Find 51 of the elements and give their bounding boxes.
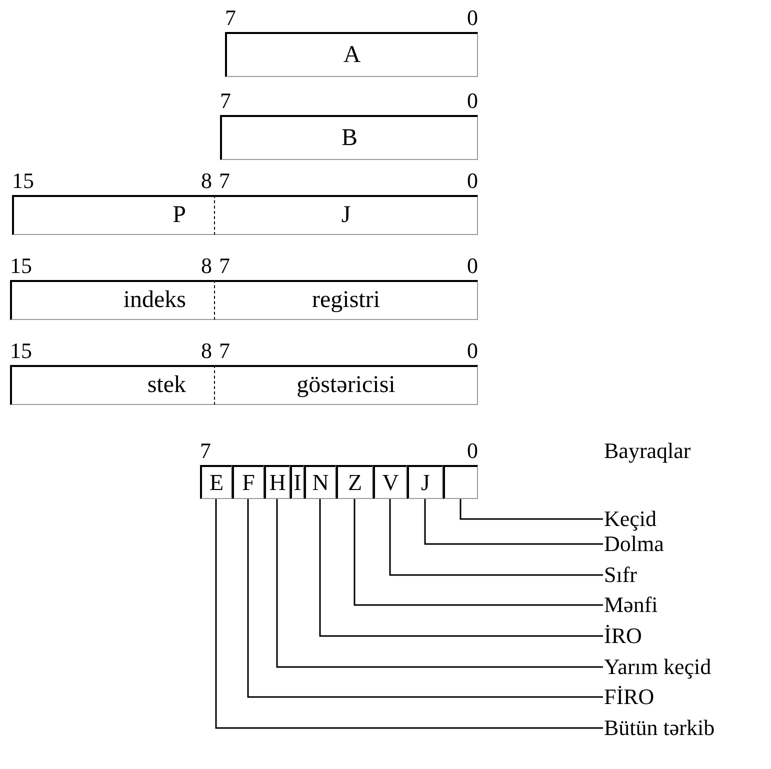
- flag-label: Yarım keçid: [604, 654, 712, 680]
- flag-label: Keçid: [604, 506, 657, 532]
- bit-number: 0: [467, 440, 478, 462]
- register-field: A: [225, 32, 478, 77]
- leader-line: [354, 499, 603, 606]
- register-field: J: [215, 195, 478, 235]
- bit-number: 7: [219, 340, 230, 362]
- flag-bit-cell: V: [373, 465, 407, 499]
- leader-line: [215, 499, 603, 729]
- bit-number: 0: [467, 255, 478, 277]
- leader-line: [389, 499, 603, 576]
- flag-bit-cell: J: [407, 465, 443, 499]
- register-field: P: [12, 195, 215, 235]
- flag-label: Sıfr: [604, 562, 637, 588]
- leader-line: [424, 499, 603, 545]
- flag-label: FİRO: [604, 684, 654, 710]
- flag-bit-cell: N: [304, 465, 336, 499]
- flag-bit-cell: E: [200, 465, 232, 499]
- flag-label: İRO: [604, 623, 642, 649]
- bit-number: 7: [225, 7, 236, 29]
- bit-number: 0: [467, 7, 478, 29]
- bit-number: 7: [219, 255, 230, 277]
- leader-line: [319, 499, 603, 637]
- flag-label: Mənfi: [604, 592, 658, 618]
- flag-bit-cell: F: [232, 465, 264, 499]
- flag-label: Bütün tərkib: [604, 715, 715, 741]
- bit-number: 8: [201, 255, 212, 277]
- bit-number: 0: [467, 170, 478, 192]
- register-field: indeks: [10, 280, 215, 320]
- flag-bit-cell: Z: [336, 465, 373, 499]
- register-field: registri: [215, 280, 478, 320]
- bit-number: 8: [201, 170, 212, 192]
- bit-number: 8: [201, 340, 212, 362]
- register-field: göstəricisi: [215, 365, 478, 405]
- leader-line: [247, 499, 603, 698]
- flag-bit-cell: I: [290, 465, 304, 499]
- bit-number: 15: [10, 340, 32, 362]
- register-field: B: [220, 115, 478, 160]
- register-field: stek: [10, 365, 215, 405]
- bit-number: 0: [467, 340, 478, 362]
- bit-number: 15: [12, 170, 34, 192]
- flag-bit-cell: H: [264, 465, 290, 499]
- leader-line: [276, 499, 603, 668]
- register-caption: Bayraqlar: [604, 440, 691, 462]
- bit-number: 15: [10, 255, 32, 277]
- bit-number: 0: [467, 90, 478, 112]
- flag-label: Dolma: [604, 531, 664, 557]
- bit-number: 7: [220, 90, 231, 112]
- bit-number: 7: [200, 440, 211, 462]
- leader-line: [460, 499, 603, 520]
- bit-number: 7: [219, 170, 230, 192]
